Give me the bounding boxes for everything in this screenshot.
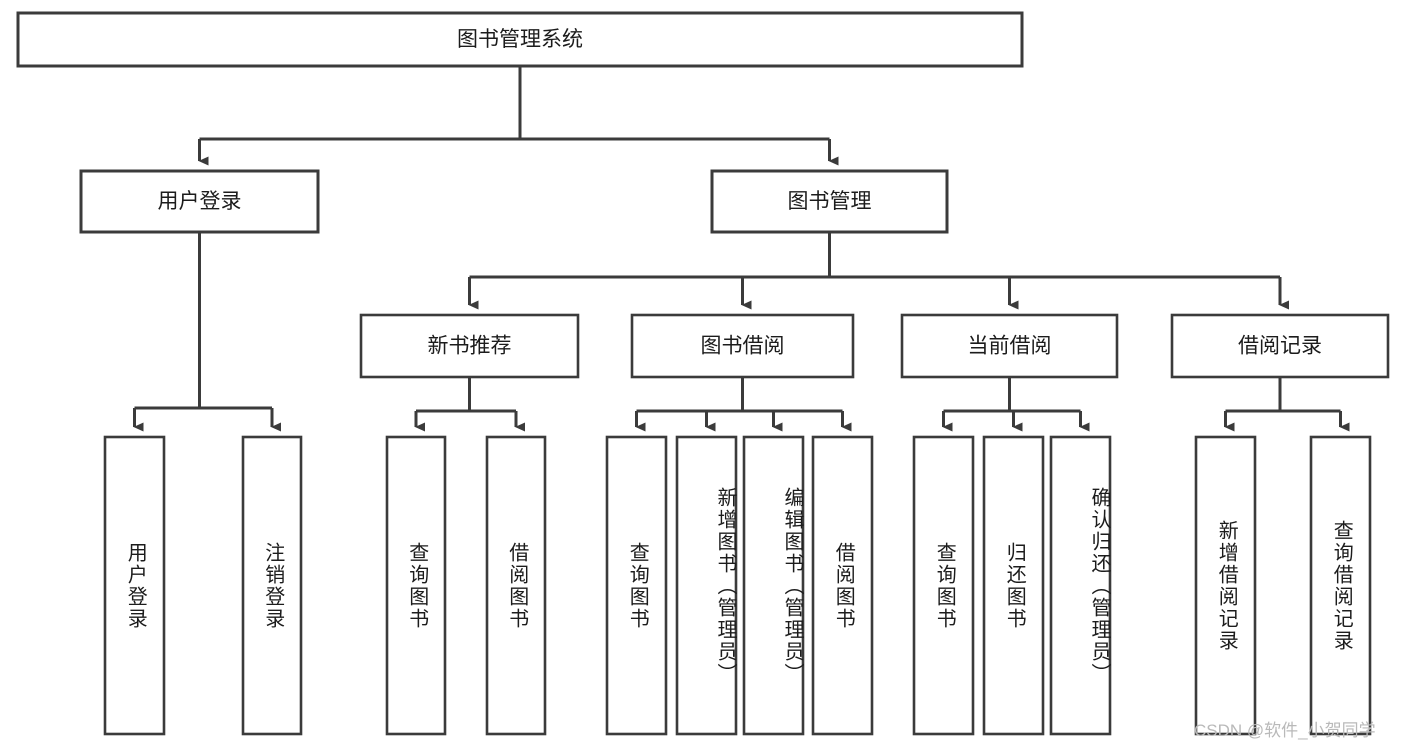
node-leaf-add-borrow-record[interactable]	[1194, 435, 1257, 736]
node-root[interactable]	[16, 11, 1024, 68]
node-leaf-add-book-admin[interactable]	[675, 435, 738, 736]
node-leaf-query-books-3[interactable]	[912, 435, 975, 736]
node-leaf-logout[interactable]	[241, 435, 303, 736]
node-current-borrow-label: 当前借阅	[968, 335, 1052, 358]
node-user-login[interactable]	[79, 169, 320, 234]
node-root-label: 图书管理系统	[457, 28, 583, 51]
node-leaf-query-books-1[interactable]	[385, 435, 447, 736]
node-leaf-confirm-return-admin[interactable]	[1049, 435, 1112, 736]
node-book-management-label: 图书管理	[788, 190, 872, 213]
node-box-layer	[16, 11, 1390, 736]
node-leaf-query-borrow-record[interactable]	[1309, 435, 1372, 736]
node-current-borrow[interactable]	[900, 313, 1119, 379]
node-leaf-user-login[interactable]	[103, 435, 166, 736]
node-new-book-recommend-label: 新书推荐	[428, 335, 512, 358]
node-leaf-edit-book-admin[interactable]	[742, 435, 805, 736]
node-book-borrow-label: 图书借阅	[701, 335, 785, 358]
csdn-watermark: CSDN @软件_小贺同学	[1194, 721, 1376, 740]
connector-layer	[133, 66, 1350, 432]
node-leaf-return-books[interactable]	[982, 435, 1045, 736]
node-leaf-borrow-books-2[interactable]	[811, 435, 874, 736]
node-user-login-label: 用户登录	[158, 190, 242, 213]
node-leaf-borrow-books-1[interactable]	[485, 435, 547, 736]
node-book-borrow[interactable]	[630, 313, 855, 379]
node-borrow-record-label: 借阅记录	[1238, 335, 1322, 358]
node-book-management[interactable]	[710, 169, 949, 234]
node-leaf-query-books-2[interactable]	[605, 435, 668, 736]
node-new-book-recommend[interactable]	[359, 313, 580, 379]
node-borrow-record[interactable]	[1170, 313, 1390, 379]
